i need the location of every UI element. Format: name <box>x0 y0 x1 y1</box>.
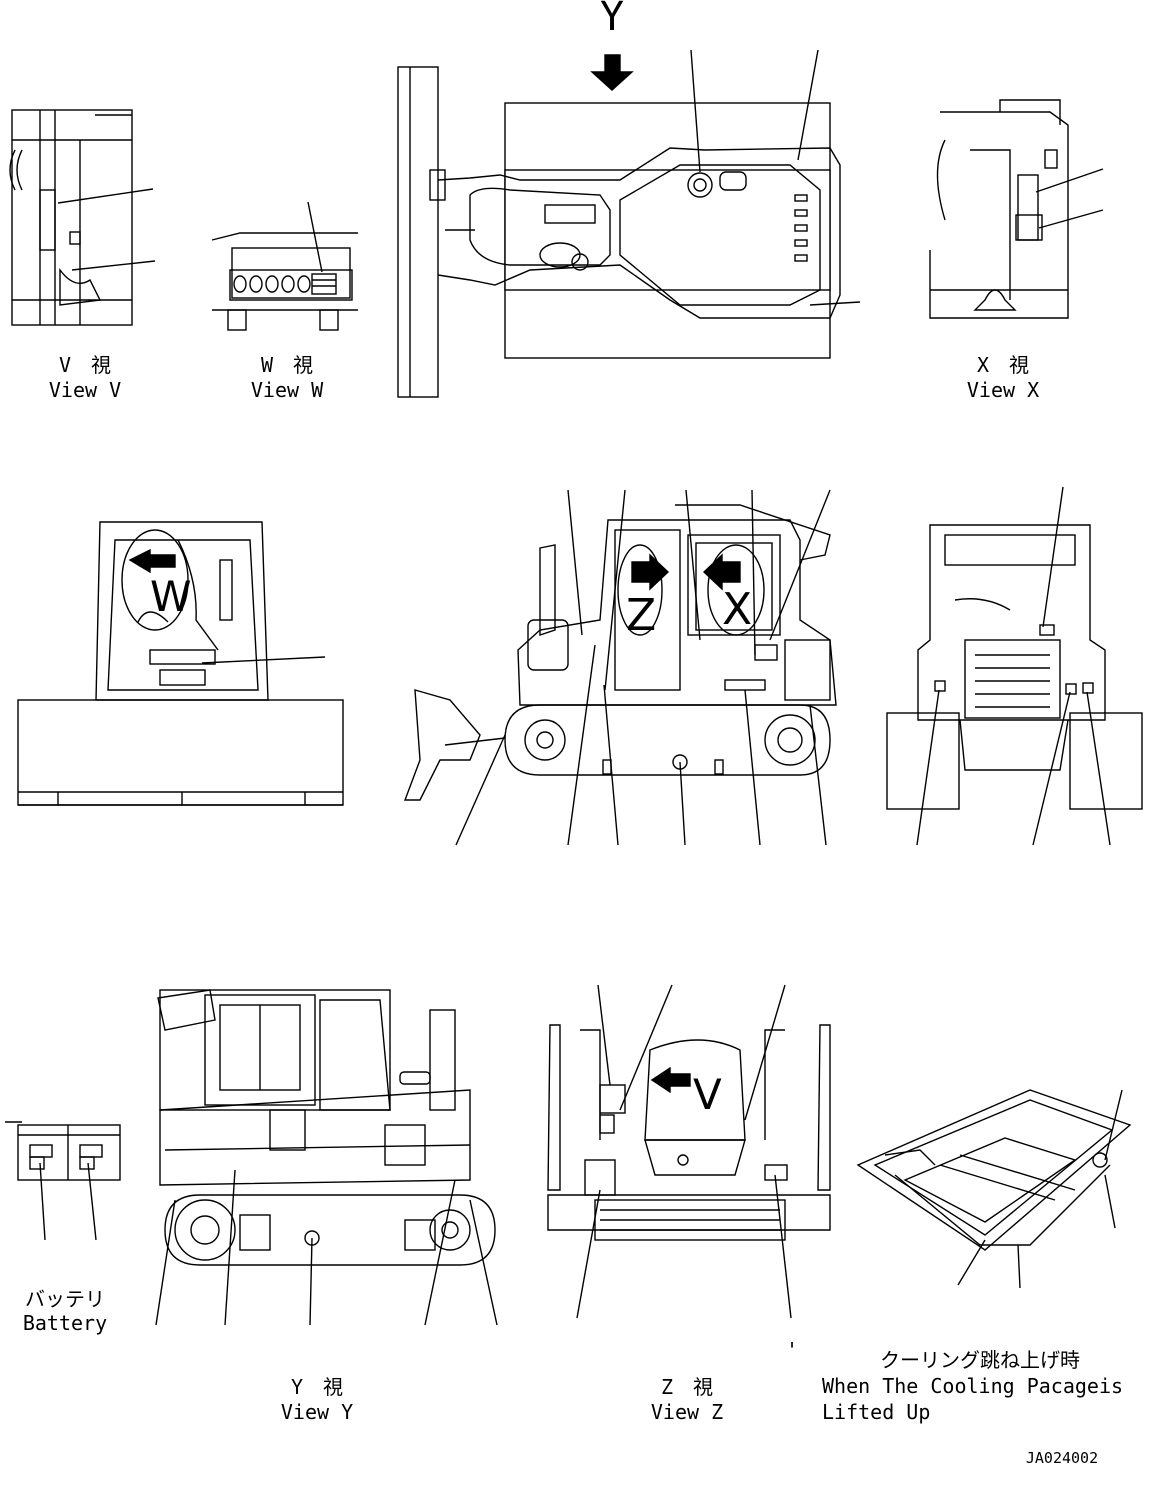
cooling-leaders <box>957 1089 1123 1289</box>
view-x-leaders <box>1035 168 1104 229</box>
view-x-drawing <box>929 99 1069 319</box>
battery-leaders <box>39 1162 97 1241</box>
cooling-label-jp: クーリング跳ね上げ時 <box>880 1348 1080 1372</box>
view-w-drawing <box>211 232 358 331</box>
battery-drawing <box>5 1121 121 1181</box>
w-switch-row <box>233 275 311 293</box>
stray-mark: ' <box>786 1338 799 1362</box>
arrow-letter-z: Z <box>626 590 657 641</box>
arrow-letter-w: W <box>150 572 192 621</box>
view-v-title-en: View V <box>48 378 122 402</box>
view-y-title-en: View Y <box>280 1400 354 1424</box>
view-w-title-en: View W <box>250 378 324 402</box>
view-x-title-jp: X 視 <box>976 353 1030 377</box>
view-v-title-jp: V 視 <box>58 353 112 377</box>
battery-label-jp: バッテリ <box>25 1287 105 1311</box>
view-w-title-jp: W 視 <box>260 353 314 377</box>
view-z-drawing <box>547 1024 831 1241</box>
view-z-leaders <box>576 984 792 1319</box>
cooling-drawing <box>856 1089 1132 1251</box>
drawing-code: JA024002 <box>1025 1449 1099 1467</box>
view-y-title-jp: Y 視 <box>290 1375 344 1399</box>
cooling-label-en-1: When The Cooling Pacageis <box>822 1374 1124 1398</box>
rear-view-leaders <box>916 486 1111 846</box>
side-view-arrows <box>631 553 741 591</box>
side-view-leaders <box>455 489 831 846</box>
arrow-letter-v: V <box>693 1070 722 1119</box>
arrow-letter-x: X <box>722 584 753 635</box>
top-plan-vents <box>794 194 808 262</box>
view-v-drawing <box>9 109 133 326</box>
view-z-title-en: View Z <box>650 1400 724 1424</box>
battery-label-en: Battery <box>22 1311 108 1335</box>
view-y-arrow <box>590 54 634 91</box>
view-z-title-jp: Z 視 <box>660 1375 714 1399</box>
rear-grille <box>975 654 1050 708</box>
top-plan-leaders <box>690 49 861 306</box>
front-view-drawing <box>17 521 344 806</box>
view-v-leaders <box>57 188 156 271</box>
view-y-leaders <box>155 1169 498 1326</box>
top-plan-drawing <box>397 66 841 398</box>
top-arrow-label: Y <box>599 0 625 40</box>
view-y-drawing <box>157 989 496 1266</box>
view-w-leader <box>307 201 323 273</box>
side-view-drawing <box>403 504 837 801</box>
view-x-title-en: View X <box>966 378 1040 402</box>
z-grille <box>600 1209 780 1231</box>
cooling-label-en-2: Lifted Up <box>822 1400 931 1424</box>
front-view-leader <box>201 656 326 664</box>
rear-view-drawing <box>886 524 1143 810</box>
